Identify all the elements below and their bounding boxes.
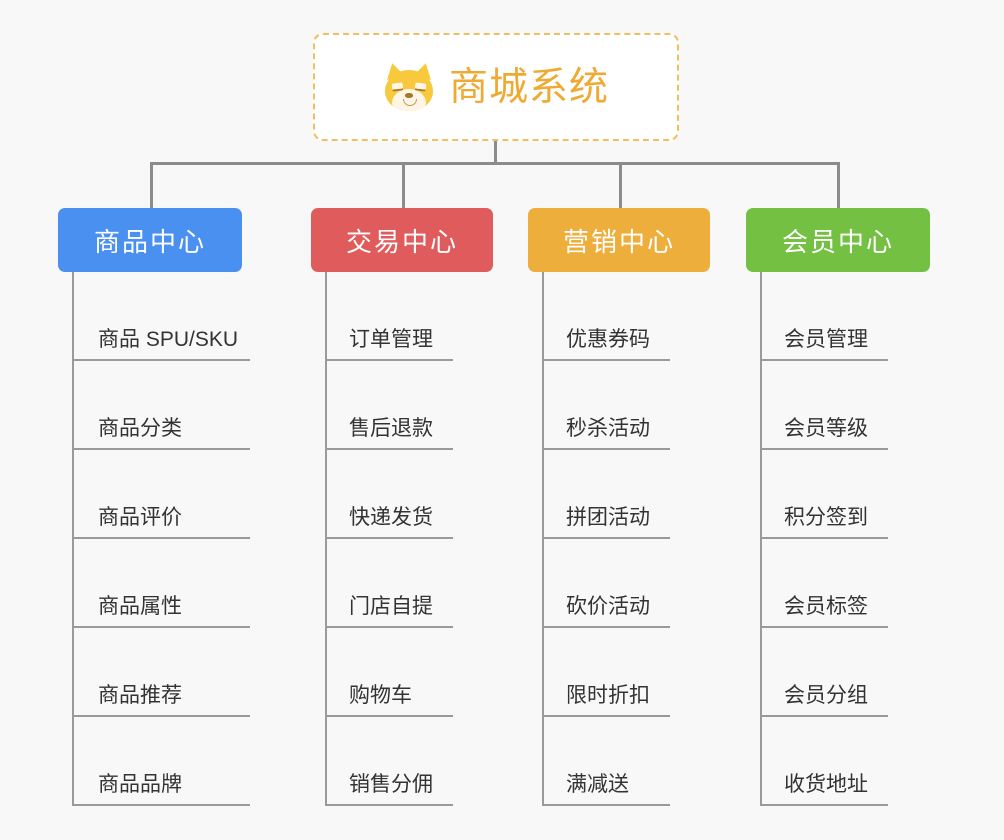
list-item[interactable]: 积分签到 [760,450,888,539]
column-items-2: 订单管理售后退款快递发货门店自提购物车销售分佣 [311,272,493,806]
connector-root-stem [494,141,497,164]
list-item[interactable]: 门店自提 [325,539,453,628]
list-item[interactable]: 商品品牌 [72,717,250,806]
list-item-label: 商品 SPU/SKU [98,328,239,351]
list-item[interactable]: 砍价活动 [542,539,670,628]
list-item[interactable]: 商品属性 [72,539,250,628]
column-header-3[interactable]: 营销中心 [528,208,710,272]
list-item[interactable]: 会员等级 [760,361,888,450]
root-node[interactable]: 商城系统 [313,33,679,141]
list-item[interactable]: 销售分佣 [325,717,453,806]
column-spine [760,272,762,806]
list-item-label: 收货地址 [784,773,868,796]
list-item-label: 商品品牌 [98,773,182,796]
list-item-label: 商品评价 [98,506,182,529]
list-item-label: 砍价活动 [566,595,650,618]
list-item[interactable]: 购物车 [325,628,453,717]
list-item-label: 会员管理 [784,328,868,351]
list-item-label: 会员分组 [784,684,868,707]
list-item[interactable]: 快递发货 [325,450,453,539]
column-header-label: 营销中心 [562,226,675,257]
list-item[interactable]: 秒杀活动 [542,361,670,450]
list-item[interactable]: 限时折扣 [542,628,670,717]
connector-drop-3 [619,162,622,208]
column-spine [72,272,74,806]
list-item-label: 商品属性 [98,595,182,618]
list-item[interactable]: 商品 SPU/SKU [72,272,250,361]
column-3: 营销中心优惠券码秒杀活动拼团活动砍价活动限时折扣满减送 [528,208,710,806]
list-item[interactable]: 拼团活动 [542,450,670,539]
list-item[interactable]: 满减送 [542,717,670,806]
list-item-label: 快递发货 [349,506,433,529]
shiba-dog-icon [383,61,435,111]
connector-horizontal-bus [150,162,839,165]
list-item-label: 会员标签 [784,595,868,618]
list-item[interactable]: 优惠券码 [542,272,670,361]
column-header-label: 商品中心 [93,226,206,257]
list-item[interactable]: 售后退款 [325,361,453,450]
list-item-label: 满减送 [566,773,629,796]
list-item-label: 门店自提 [349,595,433,618]
connector-drop-4 [837,162,840,208]
list-item[interactable]: 商品分类 [72,361,250,450]
column-header-2[interactable]: 交易中心 [311,208,493,272]
list-item-label: 销售分佣 [349,773,433,796]
column-header-label: 会员中心 [781,226,894,257]
column-header-4[interactable]: 会员中心 [746,208,930,272]
column-1: 商品中心商品 SPU/SKU 商品分类商品评价商品属性商品推荐商品品牌 [58,208,250,806]
list-item-label: 限时折扣 [566,684,650,707]
column-items-4: 会员管理会员等级积分签到会员标签会员分组收货地址 [746,272,930,806]
column-2: 交易中心订单管理售后退款快递发货门店自提购物车销售分佣 [311,208,493,806]
list-item-label: 优惠券码 [566,328,650,351]
list-item-label: 商品推荐 [98,684,182,707]
connector-drop-1 [150,162,153,208]
list-item-label: 秒杀活动 [566,417,650,440]
list-item-label: 会员等级 [784,417,868,440]
root-title: 商城系统 [448,65,609,109]
column-4: 会员中心会员管理会员等级积分签到会员标签会员分组收货地址 [746,208,930,806]
list-item-label: 售后退款 [349,417,433,440]
list-item-label: 拼团活动 [566,506,650,529]
list-item[interactable]: 订单管理 [325,272,453,361]
list-item[interactable]: 收货地址 [760,717,888,806]
column-header-label: 交易中心 [345,226,458,257]
list-item-label: 积分签到 [784,506,868,529]
column-header-1[interactable]: 商品中心 [58,208,242,272]
list-item-label: 订单管理 [349,328,433,351]
list-item-label: 商品分类 [98,417,182,440]
column-spine [542,272,544,806]
list-item[interactable]: 会员标签 [760,539,888,628]
list-item-label: 购物车 [349,684,412,707]
column-spine [325,272,327,806]
column-items-3: 优惠券码秒杀活动拼团活动砍价活动限时折扣满减送 [528,272,710,806]
list-item[interactable]: 会员管理 [760,272,888,361]
list-item[interactable]: 商品评价 [72,450,250,539]
list-item[interactable]: 商品推荐 [72,628,250,717]
column-items-1: 商品 SPU/SKU 商品分类商品评价商品属性商品推荐商品品牌 [58,272,250,806]
list-item[interactable]: 会员分组 [760,628,888,717]
connector-drop-2 [402,162,405,208]
